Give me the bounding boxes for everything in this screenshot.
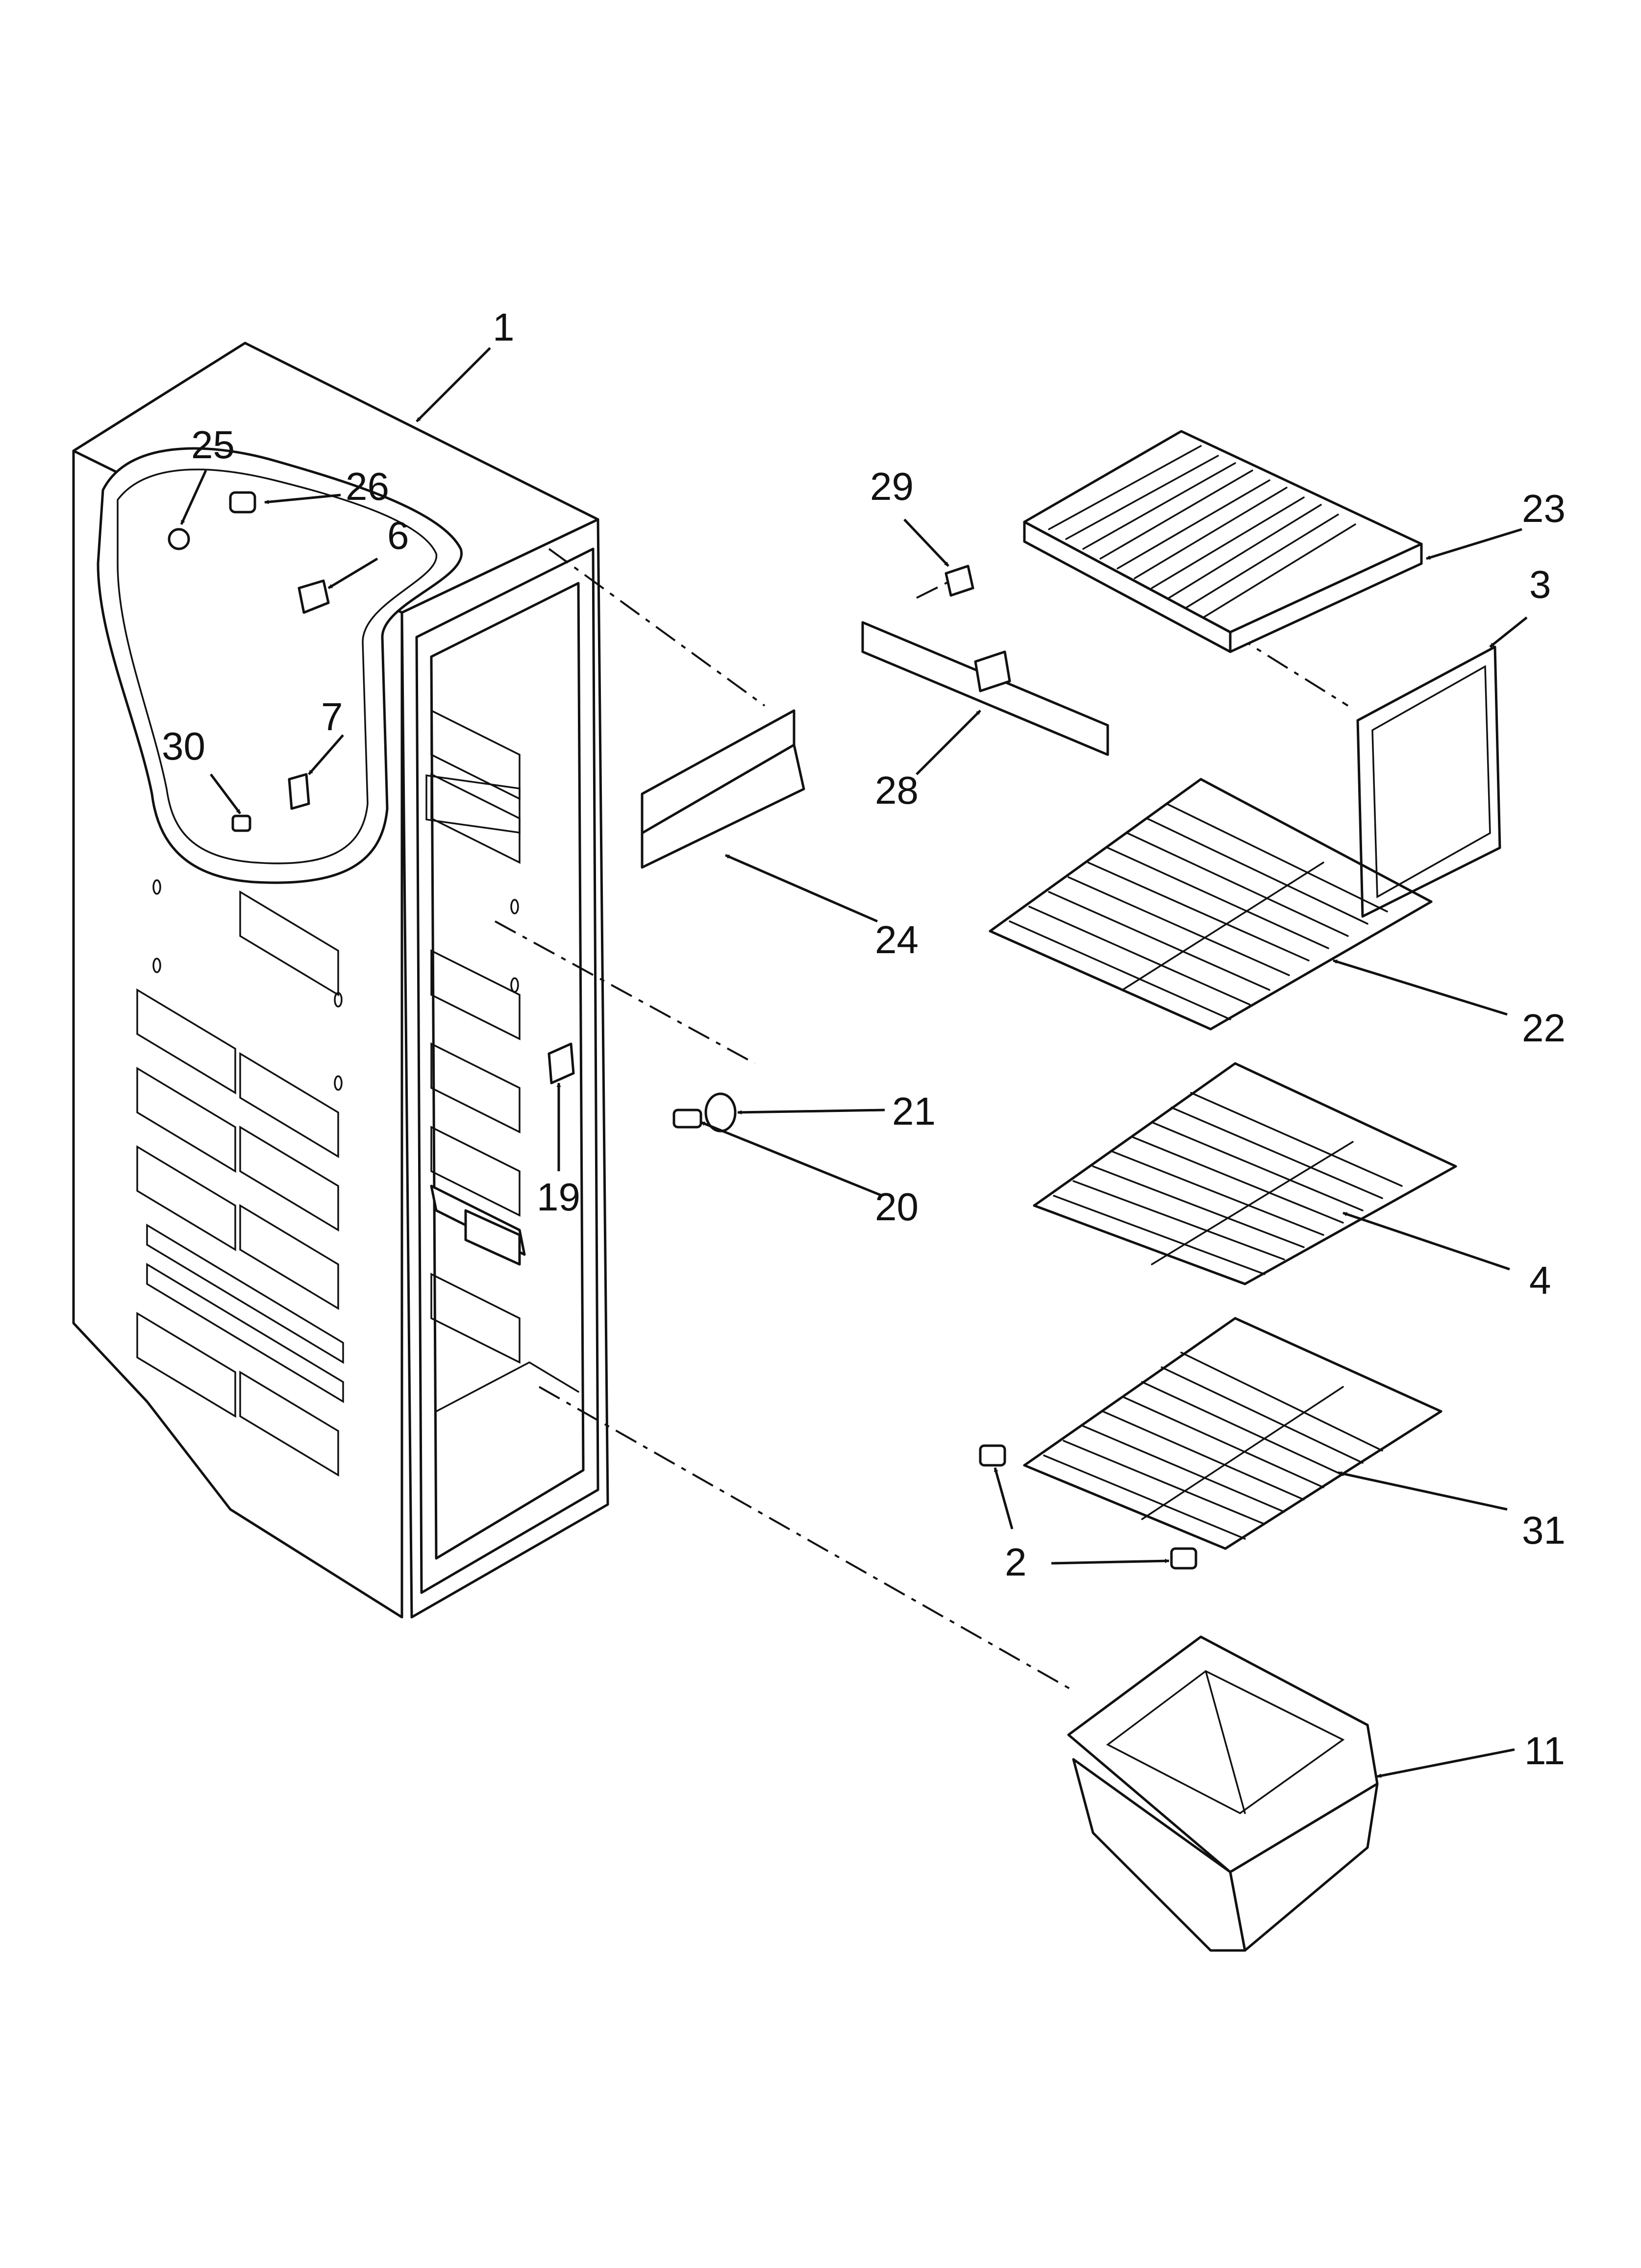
wire-shelf-22 (989, 778, 1433, 1031)
callout-7: 7 (321, 695, 343, 739)
callout-30: 30 (162, 724, 205, 768)
clip (298, 579, 330, 614)
callout-23: 23 (1522, 487, 1566, 530)
callout-20: 20 (875, 1185, 919, 1229)
divider-trim (641, 709, 805, 869)
light-bulb (168, 528, 190, 550)
light-socket (229, 491, 256, 514)
light-switch (288, 773, 310, 810)
callout-24: 24 (875, 918, 919, 961)
callout-26: 26 (346, 465, 389, 508)
support (547, 1042, 575, 1085)
shelf-stud-left (979, 1444, 1006, 1467)
callout-31: 31 (1522, 1508, 1566, 1552)
callout-28: 28 (875, 768, 919, 812)
leader-lines (180, 347, 1528, 1778)
screw-fastener (672, 1109, 702, 1129)
shelf-stud-right (1170, 1547, 1197, 1570)
callout-25: 25 (191, 423, 235, 467)
shelf-support-bracket (861, 621, 1109, 756)
callout-4: 4 (1529, 1258, 1551, 1302)
freezer-bin (1067, 1635, 1379, 1952)
screw (945, 565, 974, 597)
callout-1: 1 (493, 305, 515, 349)
freezer-liner (72, 342, 609, 1619)
callout-29: 29 (870, 465, 914, 508)
wire-shelf-4 (1033, 1062, 1457, 1285)
callout-6: 6 (387, 514, 409, 557)
callout-2: 2 (1005, 1540, 1027, 1584)
callout-22: 22 (1522, 1006, 1566, 1050)
callout-21: 21 (892, 1089, 936, 1133)
callout-11: 11 (1524, 1729, 1565, 1773)
shelf-front (1356, 645, 1501, 918)
upper-shelf (1023, 430, 1423, 653)
callout-labels: 1 25 26 6 7 30 29 23 3 28 24 22 21 20 19… (162, 305, 1566, 1773)
wire-shelf-31 (1023, 1317, 1442, 1550)
screw-left (231, 814, 251, 832)
callout-3: 3 (1529, 563, 1551, 606)
callout-19: 19 (537, 1175, 580, 1219)
